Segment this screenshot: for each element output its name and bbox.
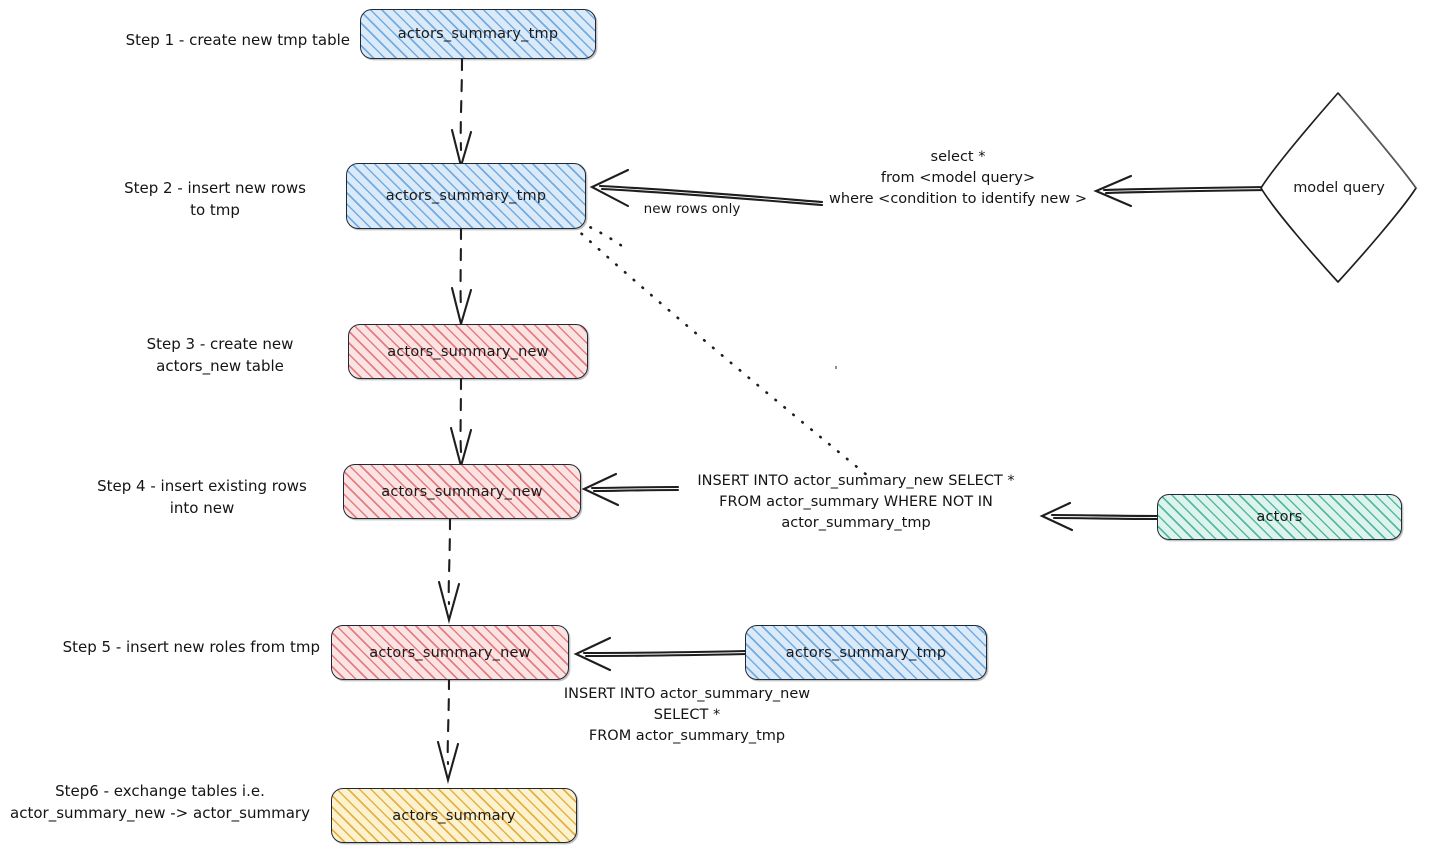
edge-sqlnote-to-step4	[581, 472, 680, 507]
edge-modelquery-to-sql	[1093, 174, 1270, 208]
edge-actors-to-sqlnote	[1039, 501, 1160, 532]
edge-label-insert-new-roles-sql: INSERT INTO actor_summary_new SELECT * F…	[563, 686, 811, 745]
node-label: actors	[1256, 509, 1303, 525]
node-actors-summary-step6[interactable]: actors_summary	[331, 788, 577, 843]
stray-ink-mark	[835, 366, 837, 369]
node-actors-summary-tmp-step2[interactable]: actors_summary_tmp	[346, 163, 586, 229]
node-actors-source[interactable]: actors	[1157, 494, 1402, 540]
step-4-label: Step 4 - insert existing rows into new	[97, 477, 307, 517]
edge-label-insert-existing-sql: INSERT INTO actor_summary_new SELECT * F…	[697, 473, 1015, 532]
step-6-label: Step6 - exchange tables i.e. actor_summa…	[10, 782, 310, 822]
node-actors-summary-new-step4[interactable]: actors_summary_new	[343, 464, 581, 519]
model-query-label: model query	[1293, 180, 1385, 196]
edge-label-new-rows-only: new rows only	[643, 201, 741, 217]
node-label: actors_summary_tmp	[385, 188, 547, 204]
step-5-label: Step 5 - insert new roles from tmp	[62, 638, 320, 656]
node-label: actors_summary	[392, 807, 516, 824]
node-label: actors_summary_tmp	[397, 26, 559, 42]
step-3-label: Step 3 - create new actors_new table	[146, 335, 294, 375]
node-actors-summary-new-step3[interactable]: actors_summary_new	[348, 324, 588, 379]
edge-step4-to-step5	[437, 516, 461, 625]
edge-step5-to-step6	[436, 676, 460, 785]
node-label: actors_summary_new	[381, 483, 543, 500]
edge-step3-to-step4	[449, 376, 473, 471]
step-1-label: Step 1 - create new tmp table	[125, 31, 350, 49]
node-label: actors_summary_tmp	[785, 644, 947, 661]
step-2-label: Step 2 - insert new rows to tmp	[124, 179, 306, 219]
node-actors-summary-tmp-step5-source[interactable]: actors_summary_tmp	[745, 625, 987, 680]
edge-label-model-query-sql: select * from <model query> where <condi…	[829, 149, 1087, 208]
node-actors-summary-new-step5[interactable]: actors_summary_new	[331, 625, 569, 680]
model-query-node[interactable]: model query	[1261, 93, 1417, 283]
node-actors-summary-tmp-step1[interactable]: actors_summary_tmp	[360, 9, 596, 59]
node-label: actors_summary_new	[369, 644, 531, 661]
edge-tmp5-to-step5	[573, 636, 748, 672]
edge-step2-dotted-to-step4-note	[571, 220, 870, 478]
edge-step2-to-step3	[450, 226, 473, 329]
edge-step1-to-step2	[450, 57, 473, 171]
node-label: actors_summary_new	[387, 343, 549, 360]
